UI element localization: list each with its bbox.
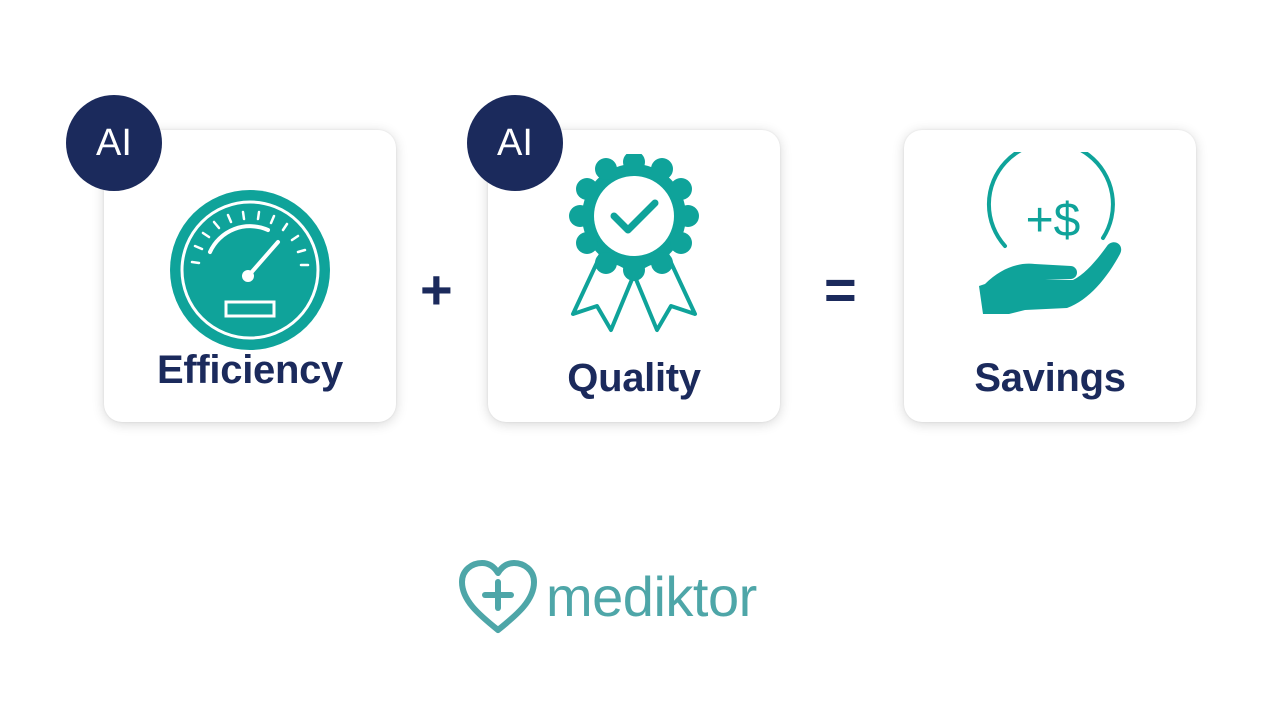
heart-plus-icon bbox=[459, 560, 537, 633]
ai-badge: AI bbox=[467, 95, 563, 191]
ai-badge: AI bbox=[66, 95, 162, 191]
savings-label: Savings bbox=[974, 356, 1126, 400]
savings-card: +$ Savings bbox=[904, 130, 1196, 422]
quality-label: Quality bbox=[567, 356, 701, 400]
efficiency-card: Efficiency bbox=[104, 130, 396, 422]
award-ribbon-icon bbox=[569, 154, 699, 332]
equals-operator: = bbox=[824, 258, 857, 321]
speedometer-icon bbox=[170, 190, 330, 350]
hand-dollar-icon: +$ bbox=[979, 152, 1122, 314]
savings-icon-text: +$ bbox=[1026, 194, 1081, 247]
efficiency-label: Efficiency bbox=[157, 348, 343, 392]
plus-operator: + bbox=[420, 258, 453, 321]
logo-wordmark: mediktor bbox=[546, 565, 757, 628]
mediktor-logo: mediktor bbox=[458, 560, 757, 634]
